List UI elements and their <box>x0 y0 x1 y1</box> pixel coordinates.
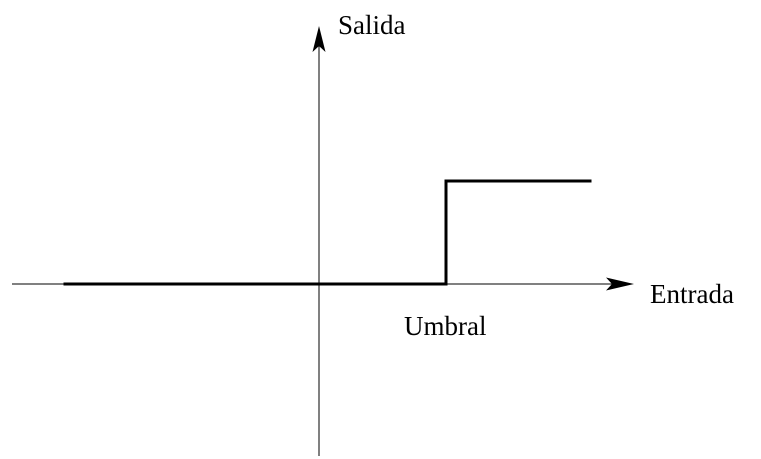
threshold-label: Umbral <box>404 311 486 341</box>
x-axis-arrowhead-icon <box>606 277 634 291</box>
y-axis-arrowhead-icon <box>312 26 326 52</box>
x-axis-label: Entrada <box>650 279 734 309</box>
step-function-curve <box>63 179 592 286</box>
y-axis-label: Salida <box>338 10 406 40</box>
